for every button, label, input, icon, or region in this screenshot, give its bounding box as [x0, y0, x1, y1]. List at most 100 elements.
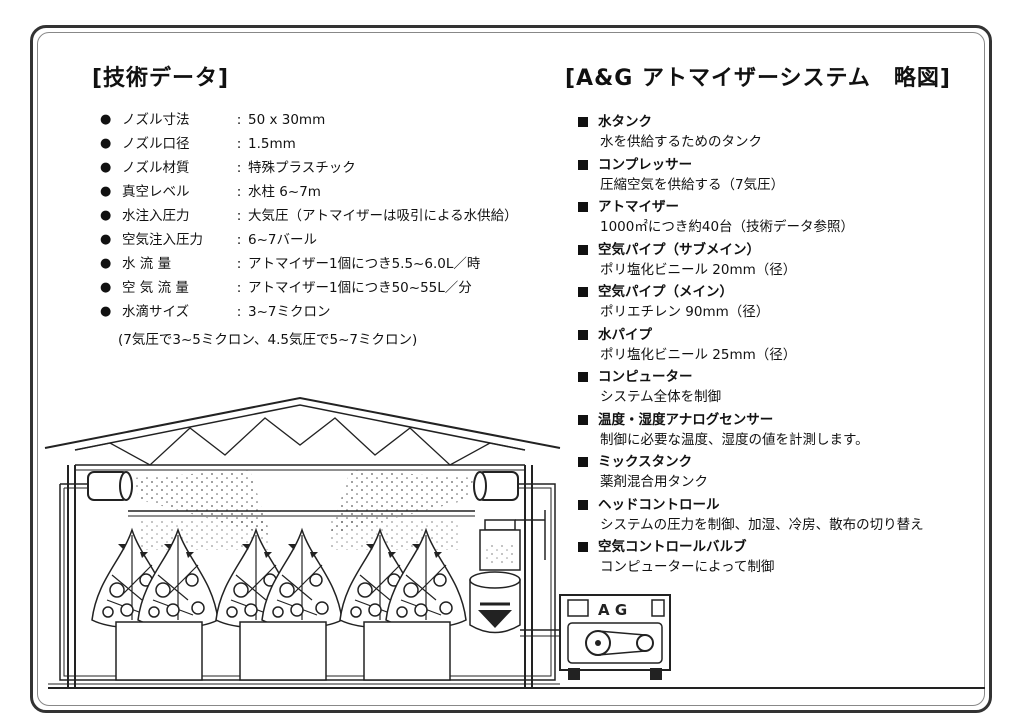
system-item: 温度・湿度アナログセンサー制御に必要な温度、湿度の値を計測します。: [578, 410, 988, 453]
square-bullet-icon: [578, 372, 588, 382]
plants-row: [91, 529, 467, 681]
system-item-name: 空気パイプ（メイン）: [598, 284, 733, 300]
system-item-desc: システムの圧力を制御、加湿、冷房、散布の切り替え: [600, 516, 924, 533]
system-item: コンピューターシステム全体を制御: [578, 367, 988, 410]
tech-item-label: 空気注入圧力: [122, 232, 203, 248]
tech-item: ●水滴サイズ:3~7ミクロン: [100, 300, 570, 324]
tech-item-label: ノズル材質: [122, 160, 190, 176]
bullet-icon: ●: [100, 160, 112, 175]
tech-item-value: 特殊プラスチック: [248, 160, 356, 176]
ag-logo-text: A G: [598, 601, 627, 619]
bullet-icon: ●: [100, 208, 112, 223]
system-item-name: ヘッドコントロール: [598, 496, 720, 513]
tech-item-value: アトマイザー1個につき50~55L／分: [248, 280, 472, 296]
bullet-icon: ●: [100, 232, 112, 247]
system-item-name: 水タンク: [598, 114, 652, 130]
outer-frame: [30, 25, 992, 713]
tech-item-value: 1.5mm: [248, 136, 296, 152]
square-bullet-icon: [578, 329, 588, 340]
system-item: コンプレッサー圧縮空気を供給する（7気圧）: [578, 155, 988, 198]
system-item: ヘッドコントロールシステムの圧力を制御、加湿、冷房、散布の切り替え: [578, 495, 988, 538]
tech-item-value: 6~7バール: [248, 232, 317, 248]
air-pipe-main: [59, 483, 556, 681]
system-diagram-title: [A&G アトマイザーシステム 略図]: [565, 66, 951, 91]
tech-item-label: 真空レベル: [122, 184, 190, 200]
tech-item: ● 水注入圧力: 大気圧（アトマイザーは吸引による水供給）: [100, 204, 570, 228]
system-item-desc: 薬剤混合用タンク: [600, 474, 708, 490]
system-item-desc: ポリ塩化ビニール 20mm（径）: [600, 261, 797, 278]
tech-item: ● ノズル材質: 特殊プラスチック: [100, 156, 570, 180]
bullet-icon: ●: [100, 184, 112, 199]
system-item: ミックスタンク薬剤混合用タンク: [578, 452, 988, 495]
tech-item-label: ノズル口径: [122, 136, 190, 152]
square-bullet-icon: [578, 499, 588, 510]
system-item-desc: コンピューターによって制御: [600, 559, 775, 575]
tech-item-label: 水 流 量: [122, 256, 172, 272]
compressor-unit: A G: [559, 594, 671, 680]
square-bullet-icon: [578, 202, 588, 212]
tech-item-value: 50 x 30mm: [248, 112, 326, 128]
tech-item-sep: :: [236, 160, 242, 176]
system-item-desc: ポリ塩化ビニール 25mm（径）: [600, 346, 797, 363]
technical-data-title: [技術データ]: [92, 66, 230, 91]
tech-item-value: 3~7ミクロン: [248, 304, 331, 320]
system-item-desc: 制御に必要な温度、湿度の値を計測します。: [600, 431, 869, 448]
tech-item-label: 水注入圧力: [122, 208, 190, 224]
system-item-name: 空気コントロールバルブ: [598, 539, 747, 555]
tech-item-value: 大気圧（アトマイザーは吸引による水供給）: [248, 208, 518, 224]
tech-item-sep: :: [236, 208, 242, 224]
greenhouse-walls: [48, 465, 985, 689]
system-component-list: 水タンク水を供給するためのタンク コンプレッサー圧縮空気を供給する（7気圧） ア…: [578, 112, 988, 580]
system-item-name: コンピューター: [598, 369, 693, 385]
tech-item-sep: :: [236, 256, 242, 272]
bullet-icon: ●: [100, 304, 112, 319]
droplet-size-note: (7気圧で3~5ミクロン、4.5気圧で5~7ミクロン): [118, 332, 418, 348]
tech-item-sep: :: [236, 304, 242, 320]
system-item: 空気パイプ（メイン）ポリエチレン 90mm（径）: [578, 282, 988, 325]
square-bullet-icon: [578, 287, 588, 297]
system-item: 空気パイプ（サブメイン） ポリ塩化ビニール 20mm（径）: [578, 240, 988, 283]
tech-item: ● 空 気 流 量: アトマイザー1個につき50~55L／分: [100, 276, 570, 300]
inner-frame: [37, 32, 985, 706]
square-bullet-icon: [578, 159, 588, 170]
system-item: アトマイザー 1000㎡につき約40台（技術データ参照）: [578, 197, 988, 240]
mix-tank: [479, 510, 546, 571]
system-item-desc: 1000㎡につき約40台（技術データ参照）: [600, 219, 855, 235]
bullet-icon: ●: [100, 112, 112, 127]
system-item-name: 温度・湿度アナログセンサー: [598, 411, 774, 428]
tech-item-sep: :: [236, 184, 242, 200]
tech-item: ●ノズル寸法:50 x 30mm: [100, 108, 570, 132]
water-pipe: [520, 629, 562, 637]
technical-data-list: ●ノズル寸法:50 x 30mm ●ノズル口径:1.5mm ●ノズル材質:特殊プ…: [100, 108, 570, 324]
tech-item: ● ノズル口径:1.5mm: [100, 132, 570, 156]
system-item: 水タンク水を供給するためのタンク: [578, 112, 988, 155]
tech-item-value: アトマイザー1個につき5.5~6.0L／時: [248, 256, 481, 272]
air-pipe-submain: [128, 510, 475, 517]
system-item-desc: 圧縮空気を供給する（7気圧）: [600, 176, 785, 193]
greenhouse-roof: [44, 396, 561, 471]
tech-item: ●空気注入圧力:6~7バール: [100, 228, 570, 252]
tech-item-label: 空 気 流 量: [122, 280, 189, 296]
tech-item-sep: :: [236, 280, 242, 296]
tech-item: ●真空レベル:水柱 6~7m: [100, 180, 570, 204]
tech-item-sep: :: [236, 136, 242, 152]
square-bullet-icon: [578, 117, 588, 127]
system-item-desc: システム全体を制御: [600, 389, 722, 405]
system-item-desc: 水を供給するためのタンク: [600, 134, 762, 150]
tech-item: ● 水 流 量: アトマイザー1個につき5.5~6.0L／時: [100, 252, 570, 276]
tech-item-label: ノズル寸法: [122, 112, 190, 128]
system-item-name: アトマイザー: [598, 199, 679, 215]
bullet-icon: ●: [100, 256, 112, 271]
system-item-name: コンプレッサー: [598, 156, 693, 173]
system-item: 空気コントロールバルブコンピューターによって制御: [578, 537, 988, 580]
system-item-name: ミックスタンク: [598, 454, 693, 470]
system-item: 水パイプポリ塩化ビニール 25mm（径）: [578, 325, 988, 368]
bullet-icon: ●: [100, 280, 112, 295]
atomizer-left: [87, 471, 133, 501]
square-bullet-icon: [578, 414, 588, 425]
square-bullet-icon: [578, 542, 588, 552]
square-bullet-icon: [578, 244, 588, 255]
bullet-icon: ●: [100, 136, 112, 151]
system-item-name: 空気パイプ（サブメイン）: [598, 241, 760, 258]
